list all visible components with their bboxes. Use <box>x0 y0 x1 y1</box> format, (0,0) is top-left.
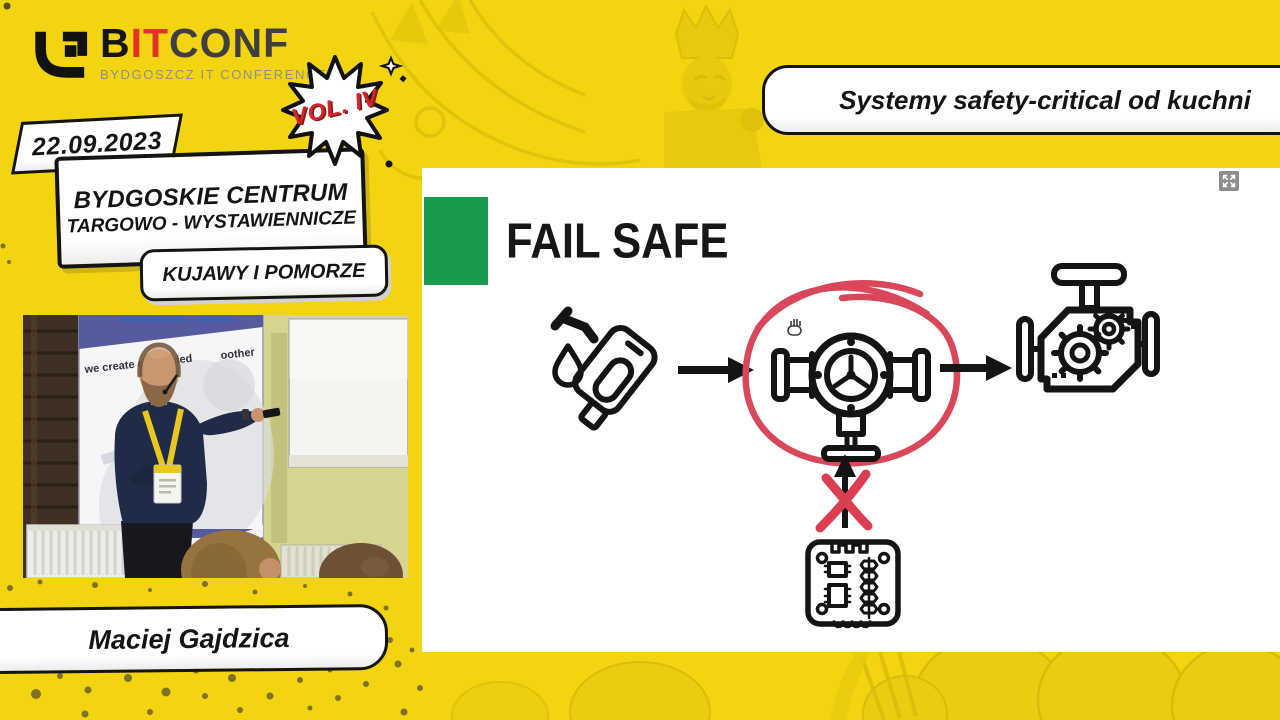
horse-ghost-illustration <box>370 0 641 180</box>
king-ghost-illustration <box>664 3 764 170</box>
red-x-annotation <box>815 469 873 533</box>
expand-icon[interactable] <box>1219 171 1239 191</box>
audience-heads <box>181 530 403 578</box>
banner-slogan-text-2: oother <box>220 346 256 362</box>
edge-dot <box>0 243 6 249</box>
brand-subtitle: BYDGOSZCZ IT CONFERENCE <box>100 67 328 83</box>
volume-burst-badge: VOL. IV <box>265 48 415 193</box>
flow-arrow-icon <box>940 355 1012 381</box>
bitconf-bracket-icon <box>35 31 88 78</box>
speaker-name-badge: Maciej Gajdzica <box>0 603 389 675</box>
presentation-slide: FAIL SAFE <box>422 168 1280 652</box>
talk-title-label: Systemy safety-critical od kuchni <box>839 84 1251 115</box>
region-badge: KUJAWY I POMORZE <box>139 244 389 302</box>
engine-icon <box>1016 263 1160 393</box>
edge-dot <box>7 260 11 264</box>
horse-ear <box>390 2 428 44</box>
projection-screen <box>288 318 408 468</box>
speaker-webcam-frame: we create embedded oother www.softb <box>23 315 408 578</box>
fail-safe-diagram <box>550 263 1160 629</box>
starburst <box>281 55 389 166</box>
radiator <box>26 524 132 578</box>
fuel-valve-icon <box>771 332 931 462</box>
region-label: KUJAWY I POMORZE <box>162 259 366 286</box>
slide-accent-block <box>424 197 488 285</box>
brand-name: BITCONF <box>100 20 290 66</box>
lanyard <box>142 408 184 468</box>
bitconf-logo: BITCONF BYDGOSZCZ IT CONFERENCE <box>28 20 328 84</box>
horse-ear <box>436 0 470 34</box>
hand-cursor <box>787 319 802 336</box>
flow-arrow-icon <box>678 357 754 383</box>
speaker-name-label: Maciej Gajdzica <box>88 622 290 655</box>
talk-title-badge: Systemy safety-critical od kuchni <box>762 65 1280 135</box>
corner-dot <box>3 2 11 10</box>
speaker-figure <box>114 342 281 578</box>
conference-badge <box>153 464 182 504</box>
coins-ghost-illustration <box>451 630 1280 720</box>
sparkle-icon <box>378 55 404 77</box>
fuel-nozzle-icon <box>550 306 658 431</box>
slide-heading: FAIL SAFE <box>506 213 729 269</box>
circuit-board-icon <box>805 539 901 629</box>
window-frame <box>271 333 287 543</box>
red-circle-annotation <box>742 280 961 467</box>
